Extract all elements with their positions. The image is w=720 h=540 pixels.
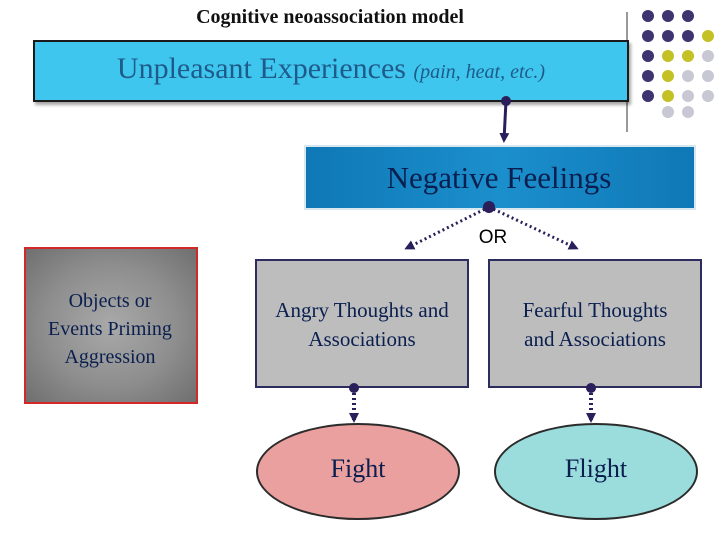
decorative-dot [642, 70, 654, 82]
decorative-dot [682, 50, 694, 62]
unpleasant-experiences-box [33, 40, 629, 102]
angry-thoughts-label: Angry Thoughts and Associations [255, 296, 469, 354]
unpleasant-sub-text: (pain, heat, etc.) [413, 61, 546, 83]
flight-ellipse [494, 423, 698, 520]
negative-feelings-label: Negative Feelings [386, 160, 612, 195]
priming-objects-box [24, 247, 198, 404]
unpleasant-main-text: Unpleasant Experiences [116, 52, 406, 85]
decorative-dot [662, 90, 674, 102]
angry-line-1: Angry Thoughts and [275, 298, 449, 322]
decorative-dot [642, 90, 654, 102]
priming-objects-label: Objects or Events Priming Aggression [24, 287, 196, 371]
decorative-dot [662, 70, 674, 82]
page-title: Cognitive neoassociation model [196, 6, 464, 28]
negative-feelings-box [304, 145, 696, 210]
decorative-dot [642, 10, 654, 22]
decorative-dot [682, 90, 694, 102]
decorative-dot [702, 50, 714, 62]
decorative-dot [682, 30, 694, 42]
fight-ellipse [256, 423, 460, 520]
dot-pattern [642, 10, 714, 118]
decorative-dot [662, 50, 674, 62]
decorative-dot [662, 30, 674, 42]
priming-line-2: Events Priming [48, 318, 172, 340]
unpleasant-experiences-label: Unpleasant Experiences (pain, heat, etc.… [33, 52, 629, 86]
decorative-dot [682, 10, 694, 22]
decorative-dot [642, 50, 654, 62]
decorative-dot [702, 70, 714, 82]
fearful-thoughts-label: Fearful Thoughts and Associations [488, 296, 702, 354]
fearful-thoughts-box [488, 259, 702, 388]
or-label: OR [478, 227, 508, 248]
priming-line-3: Aggression [64, 346, 156, 368]
decorative-dot [682, 106, 694, 118]
fearful-line-2: and Associations [524, 327, 666, 351]
fearful-line-1: Fearful Thoughts [522, 298, 668, 322]
angry-thoughts-box [255, 259, 469, 388]
decorative-dot [662, 106, 674, 118]
decorative-dot [702, 30, 714, 42]
decorative-dot [662, 10, 674, 22]
angry-line-2: Associations [308, 327, 416, 351]
decorative-dot [702, 90, 714, 102]
decorative-dot [682, 70, 694, 82]
fight-label: Fight [330, 454, 386, 483]
decorative-dot [642, 30, 654, 42]
flight-label: Flight [564, 454, 628, 483]
priming-line-1: Objects or [68, 290, 152, 312]
